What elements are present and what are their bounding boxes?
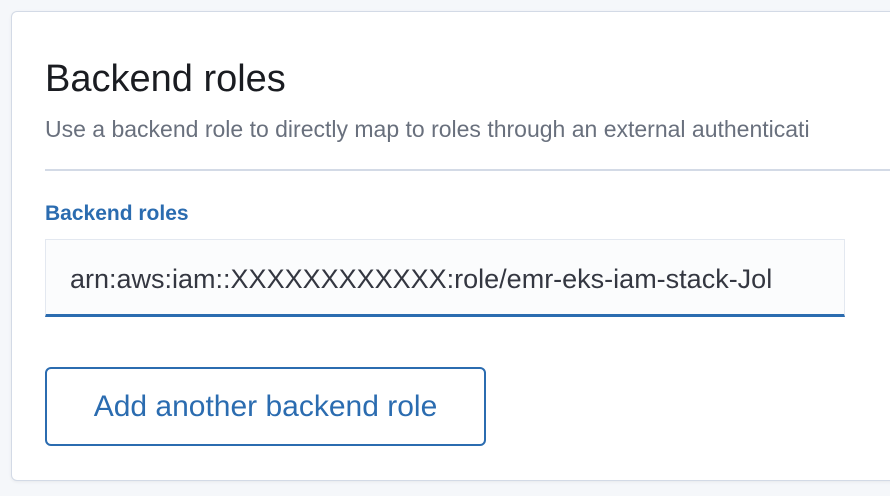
backend-roles-field-label: Backend roles bbox=[45, 202, 189, 225]
section-divider bbox=[45, 169, 890, 171]
section-title: Backend roles bbox=[45, 58, 286, 100]
add-another-backend-role-button[interactable]: Add another backend role bbox=[45, 367, 486, 446]
section-description: Use a backend role to directly map to ro… bbox=[45, 116, 810, 142]
backend-role-input-value: arn:aws:iam::XXXXXXXXXXXX:role/emr-eks-i… bbox=[70, 264, 773, 294]
backend-role-input[interactable]: arn:aws:iam::XXXXXXXXXXXX:role/emr-eks-i… bbox=[45, 239, 845, 317]
backend-roles-panel: Backend roles Use a backend role to dire… bbox=[11, 11, 890, 481]
